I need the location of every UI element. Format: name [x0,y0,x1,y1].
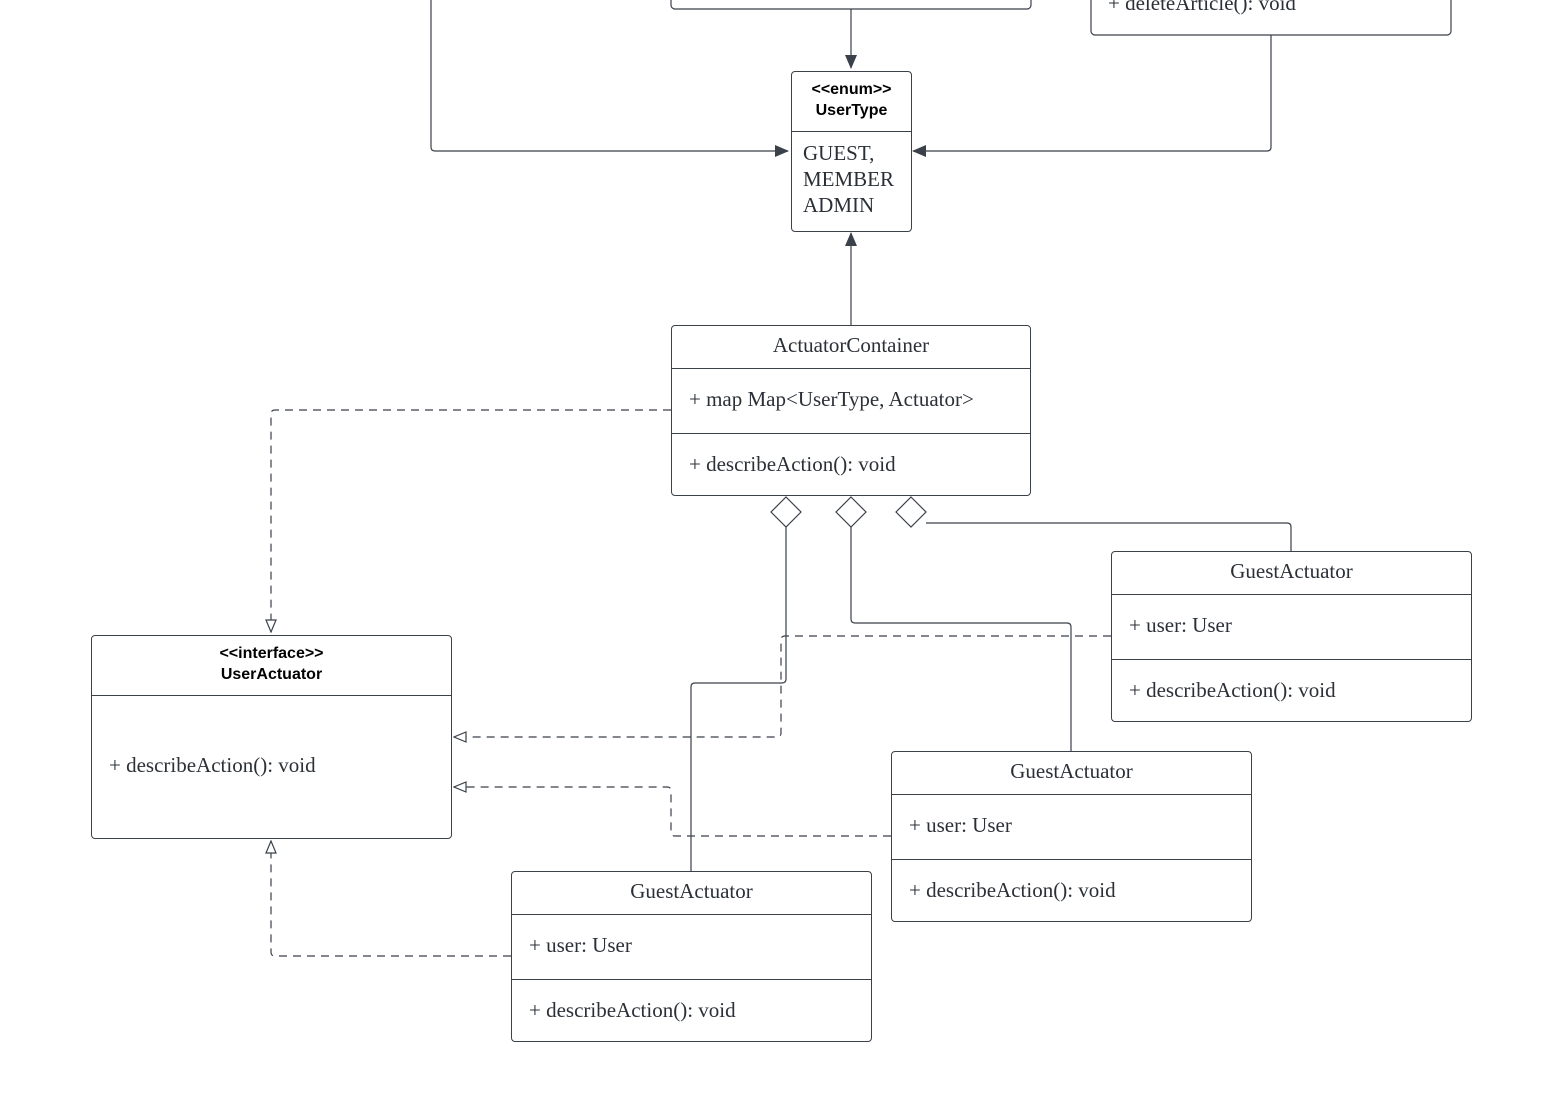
guest-actuator-attribute: + user: User [529,933,632,957]
guest-actuator-attribute: + user: User [1129,613,1232,637]
guest-actuator-name: GuestActuator [1112,552,1471,595]
usertype-header: <<enum>> UserType [792,72,911,132]
actuator-container-box[interactable]: ActuatorContainer + map Map<UserType, Ac… [671,325,1031,496]
guest-actuator-name: GuestActuator [892,752,1251,795]
usertype-name: UserType [815,102,888,119]
usertype-stereotype: <<enum>> [811,81,892,98]
aggregation-line-middle [850,527,1072,751]
aggregation-diamond-center [835,496,867,528]
guest-middle-realization [454,787,891,837]
user-actuator-stereotype: <<interface>> [219,645,324,662]
enum-value-admin: ADMIN [803,193,875,217]
guest-actuator-method: + describeAction(): void [892,859,1251,921]
aggregation-diamond-left [770,496,802,528]
aggregation-line-right [926,522,1292,551]
actuator-container-name: ActuatorContainer [672,326,1030,369]
enum-value-member: MEMBER [803,167,895,191]
user-actuator-name: UserActuator [220,666,323,683]
aggregation-line-bottom [690,527,787,871]
guest-actuator-attribute: + user: User [909,813,1012,837]
guest-actuator-method: + describeAction(): void [1112,659,1471,721]
partial-top-center-box [670,0,1032,10]
guest-actuator-box-middle[interactable]: GuestActuator + user: User + describeAct… [891,751,1252,922]
guest-actuator-box-bottom[interactable]: GuestActuator + user: User + describeAct… [511,871,872,1042]
enum-value-guest: GUEST, [803,141,875,165]
right-to-usertype-line [912,35,1272,157]
guest-bottom-realization [271,841,511,957]
actuator-container-attribute: + map Map<UserType, Actuator> [689,387,974,411]
partial-delete-article-method: + deleteArticle(): void [1108,0,1296,15]
container-to-useractuator-dependency [271,409,671,632]
user-actuator-header: <<interface>> UserActuator [92,636,451,696]
user-actuator-method: + describeAction(): void [109,753,316,777]
actuator-container-method: + describeAction(): void [672,433,1030,495]
usertype-enum-box[interactable]: <<enum>> UserType GUEST, MEMBER ADMIN [791,71,912,232]
guest-right-realization [454,635,1111,737]
left-to-usertype-line [430,0,789,157]
user-actuator-interface-box[interactable]: <<interface>> UserActuator + describeAct… [91,635,452,839]
usertype-values: GUEST, MEMBER ADMIN [792,132,911,218]
aggregation-diamond-right [895,496,927,528]
guest-actuator-box-right[interactable]: GuestActuator + user: User + describeAct… [1111,551,1472,722]
guest-actuator-name: GuestActuator [512,872,871,915]
guest-actuator-method: + describeAction(): void [512,979,871,1041]
